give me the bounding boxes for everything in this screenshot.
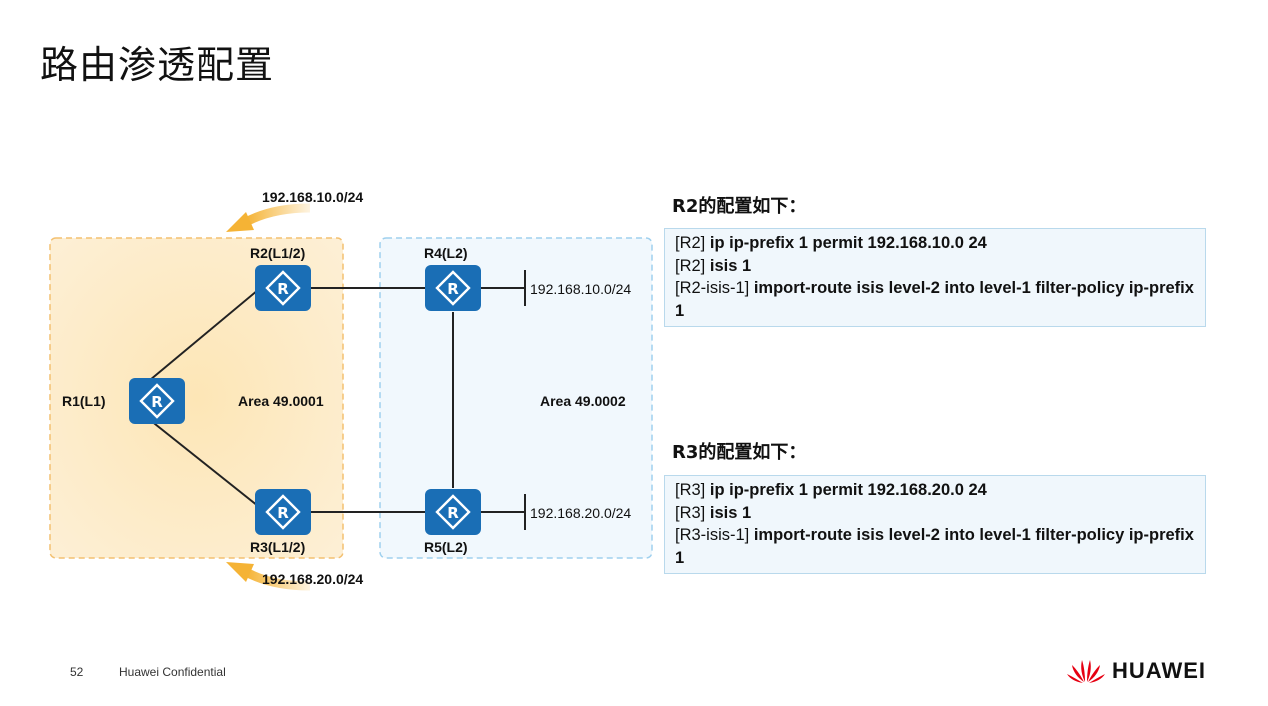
r3-config-box: [R3] ip ip-prefix 1 permit 192.168.20.0 … xyxy=(664,475,1206,574)
area-label-2: Area 49.0002 xyxy=(540,393,626,409)
config-prompt: [R3] xyxy=(675,503,710,522)
r2-config-box: [R2] ip ip-prefix 1 permit 192.168.10.0 … xyxy=(664,228,1206,327)
r2-config-heading: R2的配置如下： xyxy=(672,196,807,217)
page-title: 路由渗透配置 xyxy=(40,43,275,87)
config-prompt: [R3-isis-1] xyxy=(675,526,754,544)
router-label-r1: R1(L1) xyxy=(62,393,106,409)
area-49-0002 xyxy=(379,237,653,559)
area-label-1: Area 49.0001 xyxy=(238,393,324,409)
config-prompt: [R2-isis-1] xyxy=(675,279,754,297)
config-command: isis 1 xyxy=(709,503,752,522)
stub-label-r4: 192.168.10.0/24 xyxy=(530,281,631,297)
config-prompt: [R2] xyxy=(675,234,710,252)
config-command: ip ip-prefix 1 permit 192.168.20.0 24 xyxy=(709,481,987,499)
r3-config-line-3: [R3-isis-1] import-route isis level-2 in… xyxy=(675,524,1195,569)
config-prompt: [R3] xyxy=(675,481,710,499)
svg-text:R: R xyxy=(447,504,459,522)
huawei-logo-icon xyxy=(1067,660,1105,683)
router-icon[interactable]: R xyxy=(255,489,311,535)
r3-config-heading: R3的配置如下： xyxy=(672,442,807,463)
r3-config-line-1: [R3] ip ip-prefix 1 permit 192.168.20.0 … xyxy=(675,479,1195,502)
svg-text:R: R xyxy=(277,504,289,522)
router-icon[interactable]: R xyxy=(425,265,481,311)
link-r1-r3 xyxy=(149,419,259,507)
r2-config-line-2: [R2] isis 1 xyxy=(675,255,1195,278)
svg-text:R: R xyxy=(151,393,163,411)
leak-label-r2: 192.168.10.0/24 xyxy=(262,189,363,205)
router-label-r5: R5(L2) xyxy=(424,539,468,555)
svg-text:R: R xyxy=(447,280,459,298)
router-label-r2: R2(L1/2) xyxy=(250,245,305,261)
brand-name: HUAWEI xyxy=(1112,658,1206,683)
stub-label-r5: 192.168.20.0/24 xyxy=(530,505,631,521)
r3-config-line-2: [R3] isis 1 xyxy=(675,502,1195,525)
svg-text:R: R xyxy=(277,280,289,298)
leak-label-r3: 192.168.20.0/24 xyxy=(262,571,363,587)
config-command: isis 1 xyxy=(709,256,752,275)
router-icon[interactable]: R xyxy=(425,489,481,535)
config-command: ip ip-prefix 1 permit 192.168.10.0 24 xyxy=(709,234,987,252)
leak-arrow-r3 xyxy=(226,562,311,591)
page-number: 52 xyxy=(70,665,84,679)
link-r1-r2 xyxy=(149,289,259,381)
r2-config-line-3: [R2-isis-1] import-route isis level-2 in… xyxy=(675,277,1195,322)
config-prompt: [R2] xyxy=(675,256,710,275)
config-command: import-route isis level-2 into level-1 f… xyxy=(675,526,1199,567)
area-49-0001 xyxy=(49,237,344,559)
leak-arrow-r2 xyxy=(226,203,311,232)
r2-config-line-1: [R2] ip ip-prefix 1 permit 192.168.10.0 … xyxy=(675,232,1195,255)
router-label-r3: R3(L1/2) xyxy=(250,539,305,555)
router-label-r4: R4(L2) xyxy=(424,245,468,261)
router-icon[interactable]: R xyxy=(129,378,185,424)
config-command: import-route isis level-2 into level-1 f… xyxy=(675,279,1199,320)
brand: HUAWEI xyxy=(1066,656,1206,686)
router-icon[interactable]: R xyxy=(255,265,311,311)
confidential-label: Huawei Confidential xyxy=(119,665,226,679)
